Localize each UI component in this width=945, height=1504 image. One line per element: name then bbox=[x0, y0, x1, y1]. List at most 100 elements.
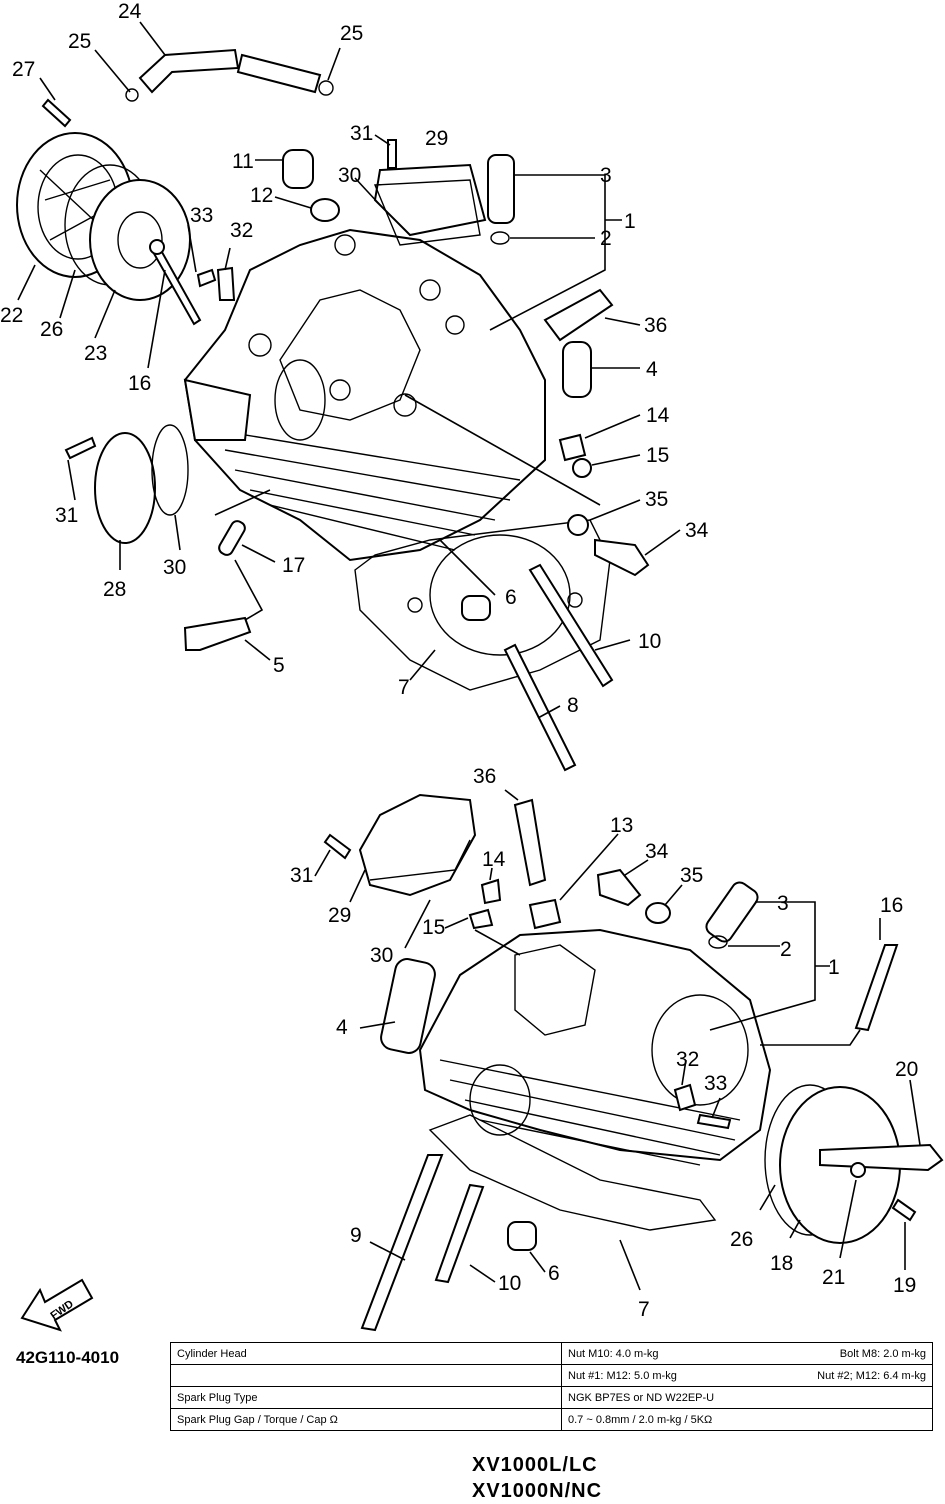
torque-nut-1: Nut #1: M12: 5.0 m-kg bbox=[568, 1369, 677, 1382]
spark-plug-36 bbox=[543, 288, 614, 342]
callout-31a: 31 bbox=[350, 122, 373, 145]
callout-3a: 3 bbox=[600, 164, 612, 187]
callout-14a: 14 bbox=[646, 404, 670, 427]
union-bolt-34-bottom bbox=[596, 868, 642, 907]
callout-1a: 1 bbox=[624, 210, 636, 233]
top-cylinder-head-assembly: 24 25 25 27 31 29 3 11 30 1 12 2 33 32 2… bbox=[0, 0, 709, 772]
union-bolt-34 bbox=[594, 538, 650, 577]
bottom-leader-lines bbox=[314, 789, 921, 1291]
callout-11: 11 bbox=[232, 150, 254, 173]
bottom-callout-labels: 36 13 31 14 34 29 15 35 3 30 2 16 1 4 20… bbox=[290, 765, 918, 1321]
callout-36b: 36 bbox=[473, 765, 496, 788]
clip-32-top bbox=[216, 266, 236, 301]
callout-2a: 2 bbox=[600, 227, 612, 250]
callout-32b: 32 bbox=[676, 1048, 699, 1071]
hose-clamp-left bbox=[125, 88, 139, 102]
breather-hose-straight bbox=[236, 53, 322, 94]
base-gasket-7-bottom bbox=[428, 1114, 717, 1231]
gasket-30-bottom bbox=[369, 839, 471, 881]
bolt-19 bbox=[891, 1198, 917, 1222]
callout-30c: 30 bbox=[370, 944, 393, 967]
dowel-6 bbox=[461, 595, 491, 621]
callout-26b: 26 bbox=[730, 1228, 753, 1251]
callout-7a: 7 bbox=[398, 676, 410, 699]
callout-8: 8 bbox=[567, 694, 579, 717]
torque-nut-2: Nut #2; M12: 6.4 m-kg bbox=[817, 1369, 926, 1382]
spec-row: Cylinder Head Nut M10: 4.0 m-kg Bolt M8:… bbox=[170, 1342, 933, 1365]
callout-31c: 31 bbox=[290, 864, 313, 887]
pipe-5 bbox=[183, 616, 252, 651]
top-leader-lines bbox=[17, 21, 681, 719]
callout-35b: 35 bbox=[680, 864, 703, 887]
callout-29b: 29 bbox=[328, 904, 351, 927]
callout-14b: 14 bbox=[482, 848, 506, 871]
callout-7b: 7 bbox=[638, 1298, 650, 1321]
callout-15b: 15 bbox=[422, 916, 445, 939]
callout-16a: 16 bbox=[128, 372, 151, 395]
spec-torque-row-2: Nut #1: M12: 5.0 m-kg Nut #2; M12: 6.4 m… bbox=[561, 1364, 933, 1387]
spec-torque-row-1: Nut M10: 4.0 m-kg Bolt M8: 2.0 m-kg bbox=[561, 1342, 933, 1365]
nut-13 bbox=[528, 898, 562, 930]
nut-14 bbox=[558, 433, 587, 462]
hose-clamp-right bbox=[318, 80, 334, 96]
spec-row: Spark Plug Type NGK BP7ES or ND W22EP-U bbox=[170, 1386, 933, 1409]
washer-35 bbox=[567, 514, 589, 536]
callout-34b: 34 bbox=[645, 840, 669, 863]
spec-value-spark-plug-gap: 0.7 ~ 0.8mm / 2.0 m-kg / 5KΩ bbox=[561, 1408, 933, 1431]
washer-15-bottom bbox=[468, 908, 494, 930]
callout-33b: 33 bbox=[704, 1072, 727, 1095]
bolt-31-top bbox=[387, 139, 397, 169]
callout-20: 20 bbox=[895, 1058, 918, 1081]
valve-guide-3-bottom bbox=[705, 881, 759, 943]
callout-32a: 32 bbox=[230, 219, 253, 242]
callout-16b: 16 bbox=[880, 894, 903, 917]
model-name-2: XV1000N/NC bbox=[472, 1480, 603, 1502]
breather-hose bbox=[138, 48, 240, 94]
bolt-31-bottom bbox=[323, 833, 352, 860]
bolt-16-bottom bbox=[854, 944, 899, 1032]
bolt-33-bottom bbox=[696, 1113, 732, 1130]
plug-cap-4-bottom bbox=[380, 958, 436, 1054]
bolt-31-left bbox=[64, 436, 97, 460]
stud-10-bottom bbox=[434, 1183, 485, 1284]
callout-4b: 4 bbox=[336, 1016, 348, 1039]
callout-28: 28 bbox=[103, 578, 126, 601]
callout-9: 9 bbox=[350, 1224, 362, 1247]
part-code: 42G110-4010 bbox=[16, 1348, 120, 1367]
torque-bolt-m8: Bolt M8: 2.0 m-kg bbox=[839, 1347, 926, 1360]
callout-3b: 3 bbox=[777, 892, 789, 915]
spacer-11 bbox=[282, 149, 314, 189]
callout-19: 19 bbox=[893, 1274, 916, 1297]
pin-17 bbox=[218, 520, 246, 556]
valve-cover-29-bottom bbox=[358, 793, 477, 897]
callout-6b: 6 bbox=[548, 1262, 560, 1285]
callout-34a: 34 bbox=[685, 519, 709, 542]
callout-2b: 2 bbox=[780, 938, 792, 961]
washer-15 bbox=[572, 458, 592, 478]
base-gasket-7 bbox=[354, 519, 611, 691]
spec-table: Cylinder Head Nut M10: 4.0 m-kg Bolt M8:… bbox=[170, 1342, 933, 1431]
washer-12 bbox=[310, 198, 340, 222]
callout-12: 12 bbox=[250, 184, 273, 207]
stud-8 bbox=[503, 643, 577, 772]
stud-9 bbox=[360, 1154, 444, 1332]
callout-27: 27 bbox=[12, 58, 35, 81]
washer-35-bottom bbox=[645, 902, 671, 924]
dowel-6-bottom bbox=[507, 1221, 537, 1251]
callout-29: 29 bbox=[425, 127, 448, 150]
clip-2-bottom bbox=[708, 935, 728, 949]
callout-15a: 15 bbox=[646, 444, 669, 467]
callout-1b: 1 bbox=[828, 956, 840, 979]
callout-18: 18 bbox=[770, 1252, 793, 1275]
bolt-21 bbox=[850, 1162, 866, 1178]
callout-21: 21 bbox=[822, 1266, 845, 1289]
valve-cover-29 bbox=[373, 163, 487, 237]
spec-row: Nut #1: M12: 5.0 m-kg Nut #2; M12: 6.4 m… bbox=[170, 1364, 933, 1387]
torque-nut-m10: Nut M10: 4.0 m-kg bbox=[568, 1347, 659, 1360]
model-names: XV1000L/LC XV1000N/NC bbox=[472, 1452, 602, 1504]
spec-label-spark-plug-type: Spark Plug Type bbox=[170, 1386, 562, 1409]
spec-label-empty bbox=[170, 1364, 562, 1387]
callout-24: 24 bbox=[118, 0, 142, 23]
callout-13: 13 bbox=[610, 814, 633, 837]
callout-17: 17 bbox=[282, 554, 305, 577]
